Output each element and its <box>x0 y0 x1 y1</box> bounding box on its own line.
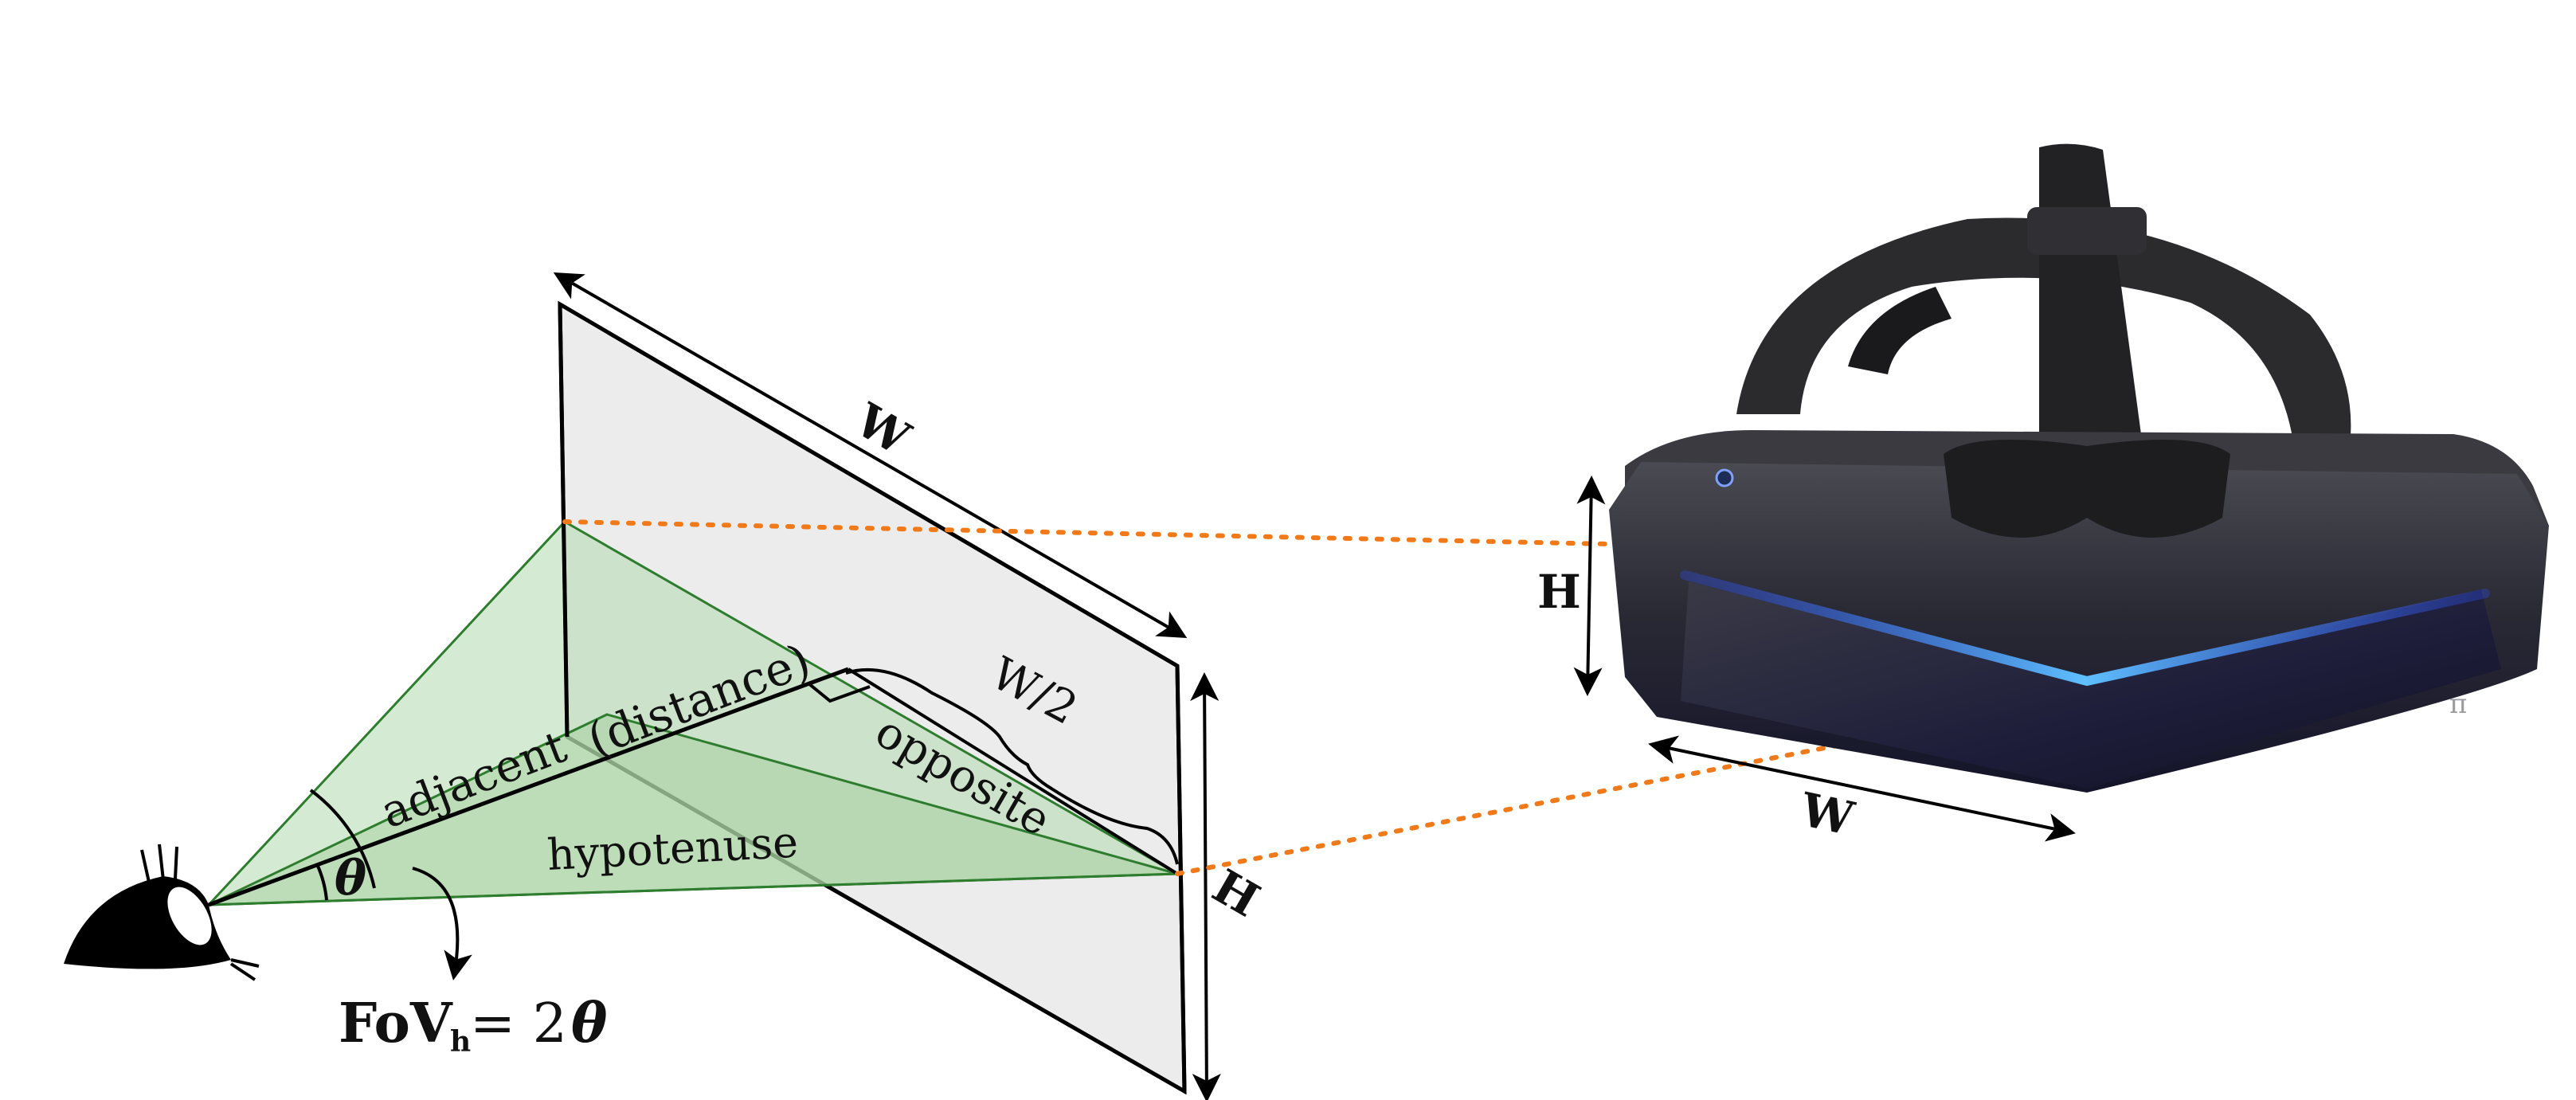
headset-width-arrow <box>1648 735 2076 842</box>
vr-headset-image: π <box>1609 143 2549 793</box>
theta-arc-inner <box>315 863 328 901</box>
fov-main: FoV <box>339 992 453 1055</box>
screen-width-arrow <box>553 272 1188 638</box>
headset-width-label: W <box>1795 782 1859 846</box>
fov-equation: FoV h = 2 θ <box>339 992 608 1059</box>
theta-label: θ <box>335 851 366 906</box>
headset-button <box>1715 468 1734 487</box>
headset-height-label: H <box>1537 565 1581 619</box>
fov-pointer-arrow <box>412 867 472 981</box>
projection-line-bottom <box>1175 695 2089 876</box>
headset-logo: π <box>2449 688 2467 720</box>
eye-icon <box>64 844 260 981</box>
headset-height-arrow <box>1573 476 1606 696</box>
projection-line-top <box>562 519 1611 546</box>
opposite-line <box>847 667 1179 875</box>
frustum-lower <box>208 713 1178 906</box>
fov-subscript: h <box>450 1025 471 1059</box>
fov-theta: θ <box>571 992 608 1055</box>
screen-height-arrow <box>1190 672 1221 1100</box>
screen-width-label: W <box>846 393 919 466</box>
theta-arc-outer <box>309 789 376 889</box>
half-width-brace <box>845 667 1179 865</box>
right-angle-marker <box>807 682 871 703</box>
headset-glow-strip <box>1680 570 2490 687</box>
adjacent-line <box>208 667 849 907</box>
screen-right-edge <box>1175 665 1187 1092</box>
fov-equals: = 2 <box>470 992 567 1055</box>
